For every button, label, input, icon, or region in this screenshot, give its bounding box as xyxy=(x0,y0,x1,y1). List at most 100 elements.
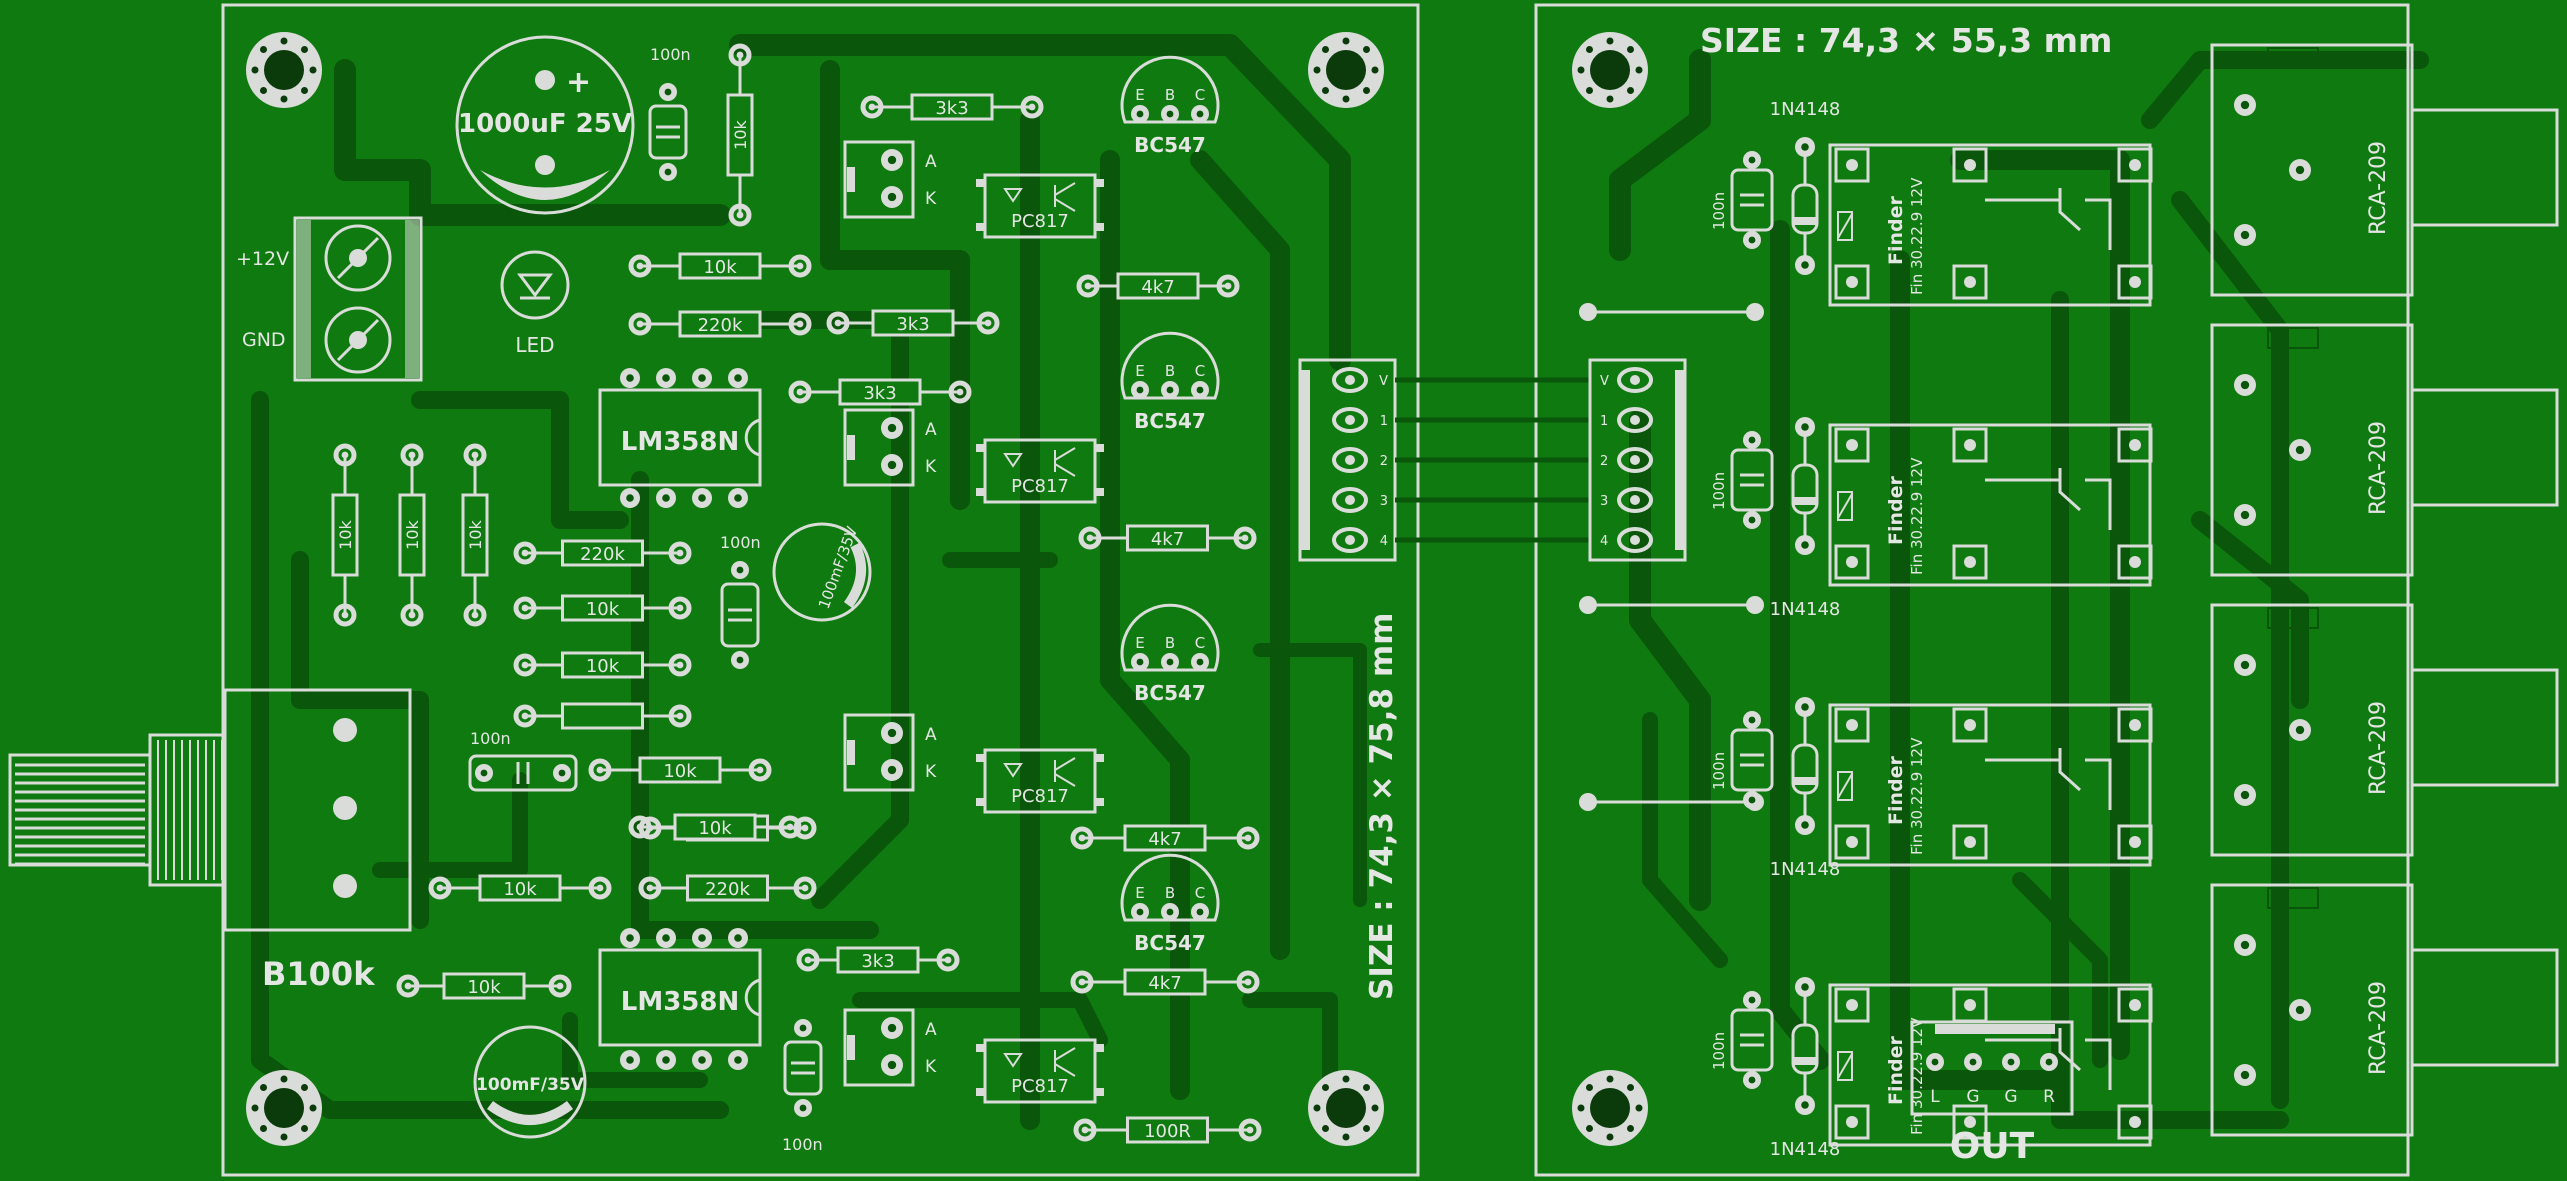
rca-jack-label: RCA-209 xyxy=(2366,701,2391,795)
connector-pin-label: 3 xyxy=(1380,494,1388,509)
drill-hole xyxy=(626,374,634,382)
transistor-pin-label: E xyxy=(1135,362,1144,380)
drill-hole xyxy=(1748,156,1756,164)
connector-drill xyxy=(1345,455,1355,465)
drill-hole xyxy=(1748,436,1756,444)
connector-pin-label: 3 xyxy=(1600,494,1608,509)
drill-hole xyxy=(2240,380,2250,390)
drill-hole xyxy=(664,88,672,96)
drill-hole xyxy=(626,1056,634,1064)
mounting-hole xyxy=(1572,1070,1648,1146)
mounting-hole xyxy=(1308,32,1384,108)
transistor-label: BC547 xyxy=(1134,681,1206,705)
resistor-value: 10k xyxy=(403,519,422,549)
drill-hole xyxy=(944,956,952,964)
ic-lm358-bottom xyxy=(598,948,762,1047)
solder-pad xyxy=(1073,1118,1097,1142)
connector-pin-label: 1 xyxy=(1600,414,1608,429)
main-electrolytic-capacitor xyxy=(455,35,635,215)
resistor-value: 3k3 xyxy=(935,98,968,119)
power-plus-label: +12V xyxy=(236,248,289,270)
output-pin-label: R xyxy=(2043,1087,2055,1107)
solder-pad xyxy=(793,816,817,840)
drill-hole xyxy=(521,549,529,557)
drill-hole xyxy=(796,262,804,270)
connector-pad xyxy=(1332,367,1368,393)
resistor-horizontal: 220k xyxy=(628,310,812,338)
resistor-value: 10k xyxy=(466,519,485,549)
drill-hole xyxy=(636,823,644,831)
drill-hole xyxy=(1166,110,1174,118)
connector-pin-label: V xyxy=(1600,374,1609,389)
drill-hole xyxy=(1086,534,1094,542)
drill-hole xyxy=(1196,658,1204,666)
led-label: LED xyxy=(515,333,554,357)
drill-hole xyxy=(662,374,670,382)
drill-hole xyxy=(1748,716,1756,724)
resistor-horizontal: 10k xyxy=(513,594,692,622)
right-board-outline xyxy=(1534,3,2410,1177)
solder-pad xyxy=(1076,274,1100,298)
optocoupler-label: PC817 xyxy=(1011,786,1069,807)
solder-pad xyxy=(860,95,884,119)
solder-pad xyxy=(748,758,772,782)
opto-pin-label: A xyxy=(925,152,937,172)
main-capacitor-polarity: + xyxy=(566,65,591,100)
drill-hole xyxy=(1241,534,1249,542)
ic-lm358-top-label: LM358N xyxy=(621,427,739,457)
transistor-pin-label: B xyxy=(1165,362,1175,380)
drill-hole xyxy=(804,956,812,964)
solder-pad xyxy=(396,974,420,998)
solder-pad xyxy=(628,815,652,839)
drill-hole xyxy=(1196,908,1204,916)
resistor-horizontal: 10k xyxy=(513,651,692,679)
drill-hole xyxy=(801,824,809,832)
transistor-pin-label: C xyxy=(1195,634,1205,652)
ceramic-capacitor: 100n xyxy=(648,45,691,181)
main-capacitor-value: 1000uF 25V xyxy=(458,109,632,139)
drill-hole xyxy=(662,934,670,942)
resistor-horizontal: 10k xyxy=(628,252,812,280)
resistor-horizontal: 10k xyxy=(588,756,772,784)
drill-hole xyxy=(1136,658,1144,666)
capacitor-value: 100n xyxy=(720,533,761,552)
drill-hole xyxy=(1748,796,1756,804)
drill-hole xyxy=(558,769,566,777)
ceramic-capacitor: 100n xyxy=(720,533,761,669)
resistor-value: 3k3 xyxy=(896,314,929,335)
output-pin-label: G xyxy=(1966,1087,1979,1107)
drill-hole xyxy=(662,1056,670,1064)
solder-pad xyxy=(428,876,452,900)
drill-hole xyxy=(796,320,804,328)
solder-pad xyxy=(948,380,972,404)
rca-jack-label: RCA-209 xyxy=(2366,421,2391,515)
optocoupler-label: PC817 xyxy=(1011,211,1069,232)
drill-hole xyxy=(1166,386,1174,394)
drill-hole xyxy=(1078,834,1086,842)
drill-hole xyxy=(626,494,634,502)
drill-hole xyxy=(2240,510,2250,520)
drill-hole xyxy=(796,388,804,396)
relay-brand-label: Finder xyxy=(1885,755,1907,825)
opto-pin-label: K xyxy=(925,457,937,477)
drill-hole xyxy=(2045,1058,2053,1066)
left-board-outline xyxy=(221,3,1420,1177)
solder-pad xyxy=(400,443,424,467)
drill-hole xyxy=(799,1024,807,1032)
connector-pin-label: 4 xyxy=(1600,534,1608,549)
drill-hole xyxy=(676,712,684,720)
resistor-value: 220k xyxy=(580,544,625,565)
capacitor-value: 100n xyxy=(782,1135,823,1154)
drill-hole xyxy=(408,451,416,459)
drill-hole xyxy=(1246,1126,1254,1134)
solder-pad xyxy=(588,758,612,782)
resistor-horizontal: 10k xyxy=(428,874,612,902)
connector-drill xyxy=(1345,375,1355,385)
solder-pad xyxy=(976,311,1000,335)
